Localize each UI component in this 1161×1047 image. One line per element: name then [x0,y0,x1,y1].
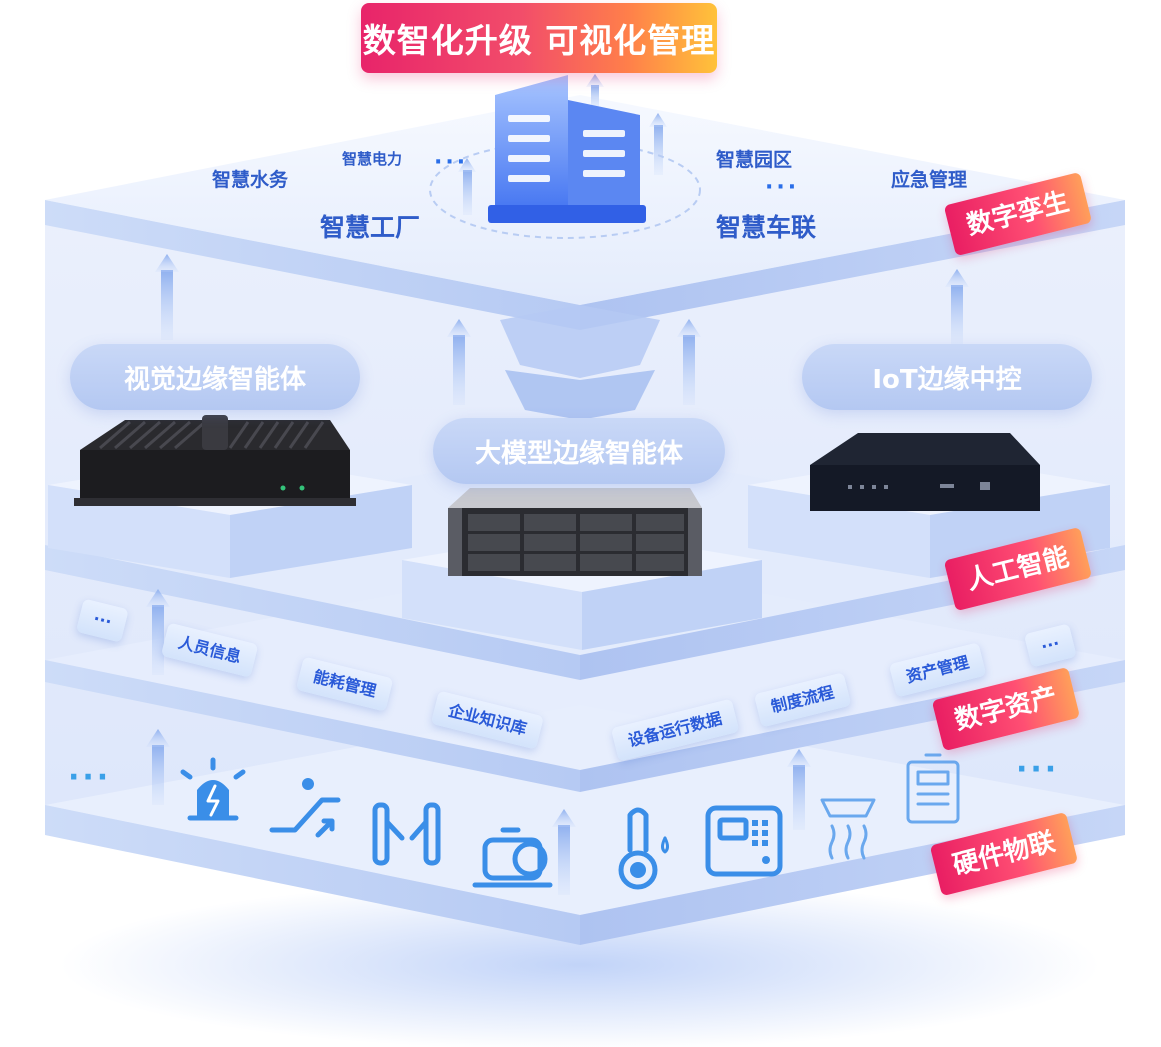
page-title: 数智化升级 可视化管理 [361,3,717,73]
electric-meter-icon [906,753,960,824]
scenario-ellipsis-left: ··· [434,150,469,175]
escalator-icon [269,778,341,838]
scenario-emergency: 应急管理 [891,169,968,191]
thermometer-icon [618,807,669,890]
device-label-iot-control: IoT边缘中控 [802,344,1092,410]
scenario-water: 智慧水务 [212,169,289,191]
control-panel-icon [705,805,783,877]
gate-icon [372,802,441,866]
hardware-ellipsis-right: ··· [1016,752,1060,787]
alarm-light-icon [180,757,246,821]
scenario-vehicle: 智慧车联 [716,213,817,242]
device-label-llm-agent: 大模型边缘智能体 [433,418,725,484]
llm-server-image [448,488,702,576]
building-icon [488,75,646,223]
device-label-vision-agent: 视觉边缘智能体 [70,344,360,410]
scenario-park: 智慧园区 [716,149,793,171]
scenario-power: 智慧电力 [342,150,403,168]
vision-edge-device-image [74,415,356,506]
scenario-ellipsis-right: ··· [765,175,800,200]
smoke-detector-icon [820,798,876,860]
hardware-ellipsis-left: ··· [68,760,112,795]
motor-icon [472,827,553,888]
scenario-factory: 智慧工厂 [320,213,421,242]
iot-control-device-image [810,433,1040,511]
